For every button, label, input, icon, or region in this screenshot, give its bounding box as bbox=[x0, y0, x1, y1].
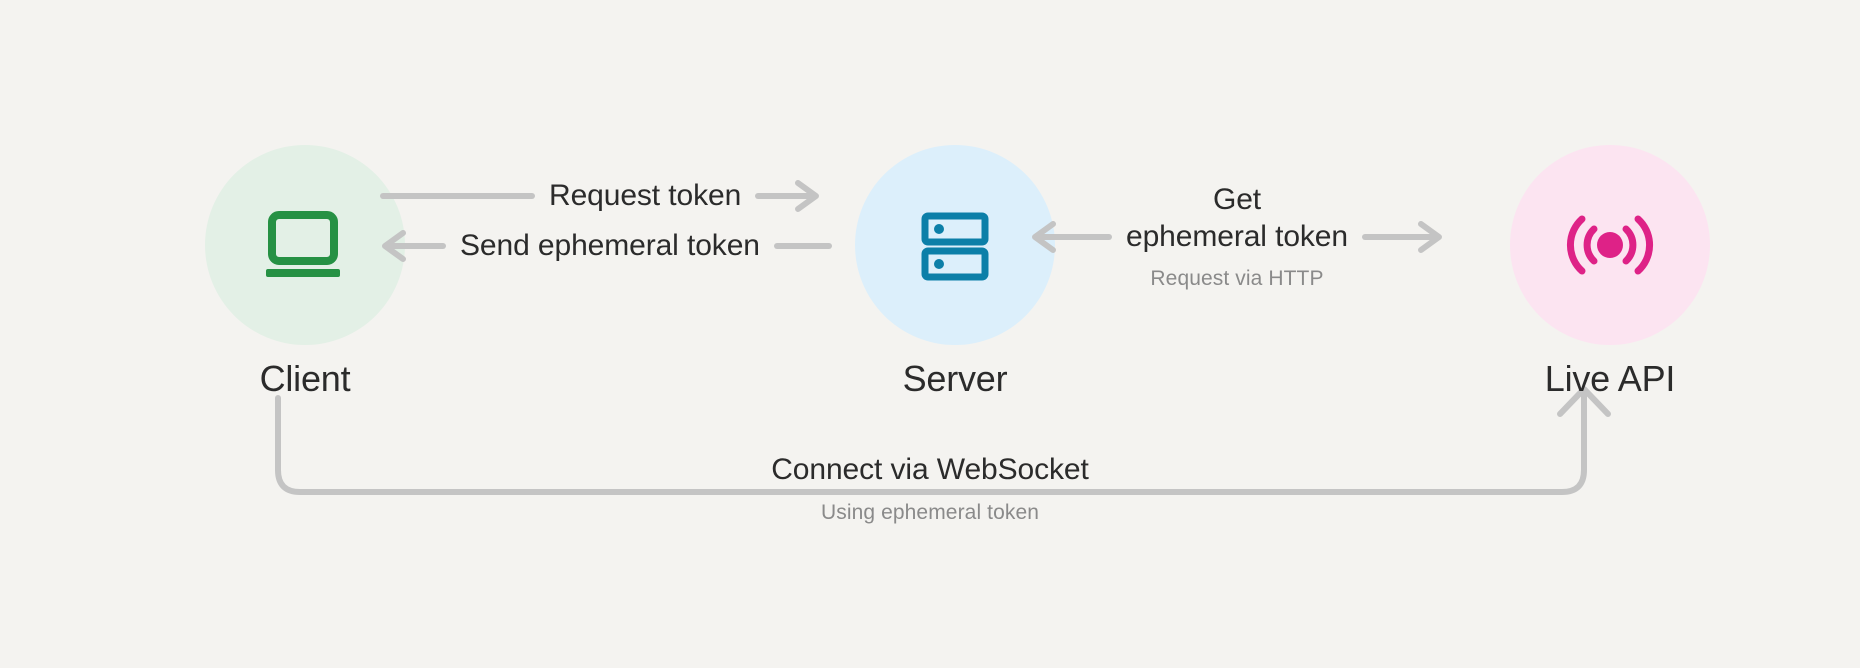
laptop-icon bbox=[262, 209, 348, 281]
broadcast-signal-icon bbox=[1566, 207, 1654, 283]
connector-sublabel-using-ephemeral-token: Using ephemeral token bbox=[806, 500, 1054, 525]
connector-sublabel-request-via-http: Request via HTTP bbox=[1150, 267, 1324, 291]
node-label-server: Server bbox=[902, 358, 1008, 399]
connector-line-left bbox=[380, 191, 535, 201]
connector-line-right bbox=[773, 241, 832, 251]
arrow-left-icon bbox=[380, 229, 446, 263]
client-icon-circle bbox=[205, 145, 405, 345]
connector-send-ephemeral-token: Send ephemeral token bbox=[380, 228, 832, 265]
connector-label-request-token: Request token bbox=[549, 179, 742, 212]
arrow-left-icon bbox=[1030, 220, 1112, 254]
connector-request-token: Request token bbox=[380, 178, 821, 215]
live-api-icon-circle bbox=[1510, 145, 1710, 345]
connector-label-connect-websocket: Connect via WebSocket bbox=[771, 453, 1089, 486]
node-label-client: Client bbox=[259, 358, 351, 399]
connector-label-get-token-line2: ephemeral token bbox=[1126, 219, 1348, 253]
server-rack-icon bbox=[917, 207, 993, 283]
server-icon-circle bbox=[855, 145, 1055, 345]
arrow-right-icon bbox=[1361, 220, 1444, 254]
connector-connect-websocket: Connect via WebSocket Using ephemeral to… bbox=[0, 452, 1860, 525]
connector-websocket-row: Connect via WebSocket bbox=[749, 452, 1111, 489]
arrow-right-icon bbox=[755, 179, 821, 213]
node-client[interactable]: Client bbox=[205, 145, 405, 399]
connector-label-group-get-token: Get ephemeral token Request via HTTP bbox=[1126, 182, 1348, 291]
node-label-live-api: Live API bbox=[1544, 358, 1676, 399]
connector-label-send-ephemeral-token: Send ephemeral token bbox=[460, 229, 760, 262]
node-server[interactable]: Server bbox=[855, 145, 1055, 399]
connector-get-ephemeral-token: Get ephemeral token Request via HTTP bbox=[1030, 182, 1444, 291]
connector-label-get-token-line1: Get bbox=[1212, 183, 1262, 216]
node-live-api[interactable]: Live API bbox=[1510, 145, 1710, 399]
